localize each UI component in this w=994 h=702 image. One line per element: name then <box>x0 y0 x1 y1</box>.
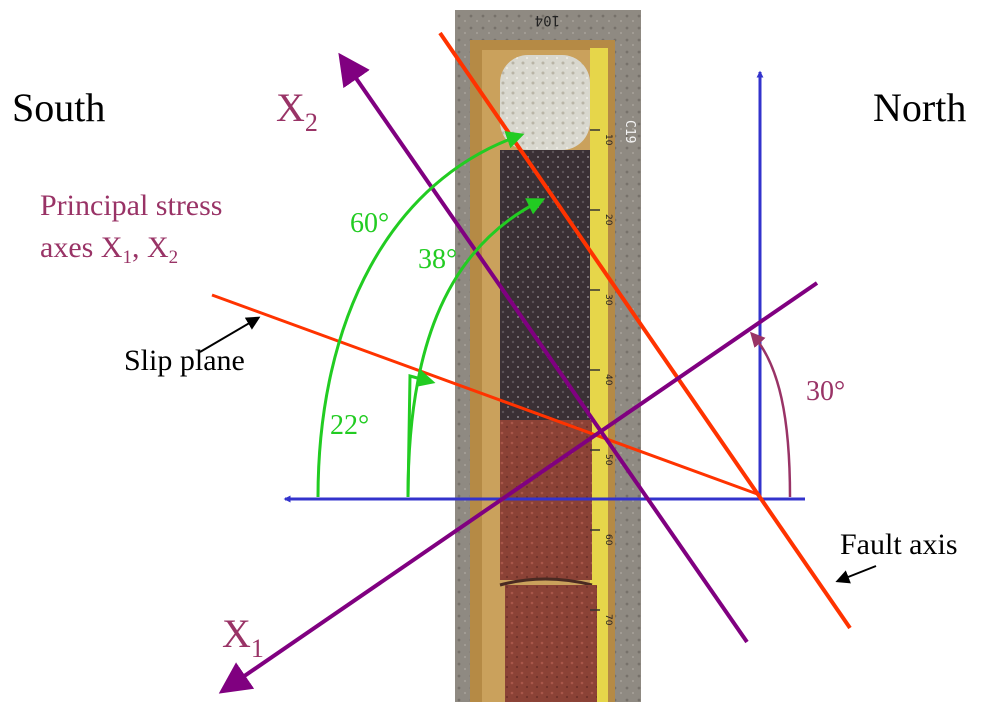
angle-60-label: 60° <box>350 208 390 239</box>
dark-core-segment <box>500 150 590 420</box>
white-core-segment <box>500 55 590 150</box>
stress-axis-x1 <box>218 281 819 694</box>
fault-axis-label: Fault axis <box>840 528 958 561</box>
x1-axis-letter: X <box>222 611 251 656</box>
principal-stress-caption: Principal stress axes X1, X2 <box>40 185 222 279</box>
x2-axis-label: X2 <box>276 88 318 136</box>
angle-30-label: 30° <box>806 376 846 407</box>
ruler-mark-label: 50 <box>603 454 613 466</box>
ruler-ticks: 10 20 30 40 50 60 70 <box>590 129 613 626</box>
ruler-mark-label: 20 <box>603 214 613 226</box>
angle-38-label: 38° <box>418 244 458 275</box>
ruler-mark-label: 40 <box>603 374 613 386</box>
slip-plane-label: Slip plane <box>124 344 245 377</box>
core-sample-photo: 10 20 30 40 50 60 70 104 C19 <box>455 10 641 702</box>
ruler-mark-label: 30 <box>603 294 613 306</box>
angle-arc-60 <box>316 131 525 498</box>
angle-arc-30 <box>749 331 792 498</box>
red-core-segment-lower <box>505 585 597 702</box>
box-label-side: C19 <box>622 120 637 143</box>
slip-plane-pointer <box>199 316 261 353</box>
measuring-tape <box>590 48 608 702</box>
ruler-mark-label: 70 <box>603 614 613 626</box>
principal-stress-line2: axes X1, X2 <box>40 231 179 268</box>
stress-axis-x2 <box>338 52 749 644</box>
ruler-mark-label: 60 <box>603 534 613 546</box>
angle-arc-22 <box>406 369 436 498</box>
x1-axis-subscript: 1 <box>250 634 264 663</box>
x2-axis-subscript: 2 <box>304 108 318 137</box>
principal-stress-line1: Principal stress <box>40 189 223 222</box>
angle-22-label: 22° <box>330 410 370 441</box>
box-label-top: 104 <box>535 12 560 28</box>
x2-axis-letter: X <box>276 85 305 130</box>
slip-plane-line <box>211 293 761 497</box>
south-label: South <box>12 85 106 130</box>
ruler-mark-label: 10 <box>603 134 613 146</box>
fault-axis-pointer <box>835 565 877 584</box>
x1-axis-label: X1 <box>222 614 264 662</box>
north-label: North <box>873 85 967 130</box>
